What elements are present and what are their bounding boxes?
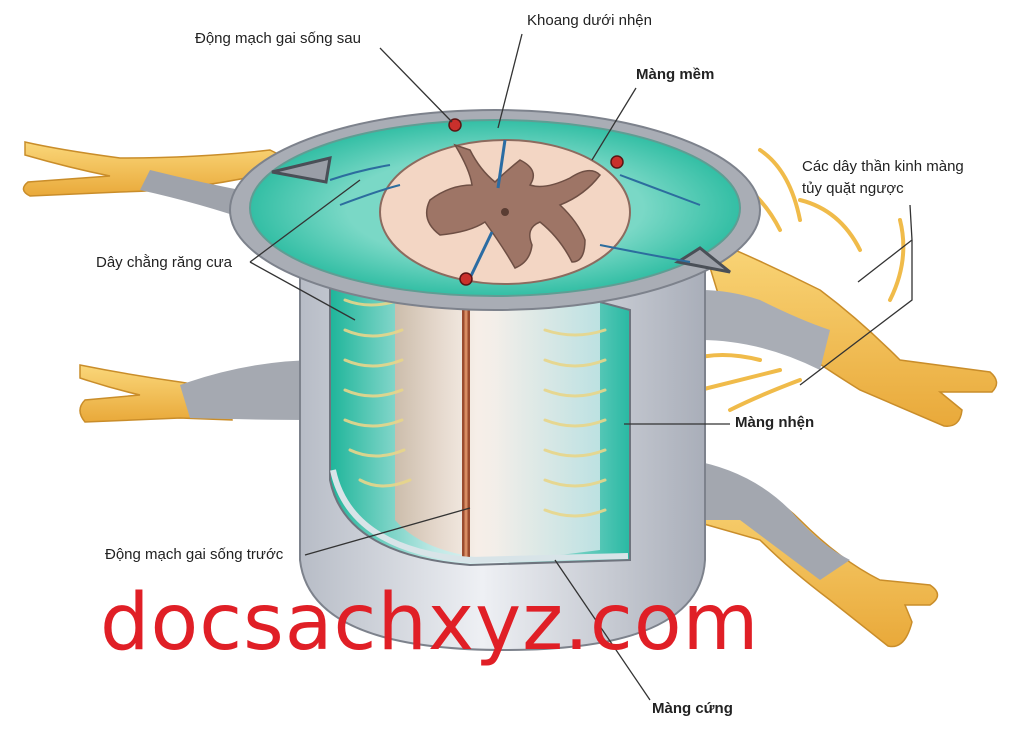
anterior-spinal-artery-dot xyxy=(459,272,473,286)
upper-right-nerve-root xyxy=(698,233,998,427)
label-subarachnoid-space: Khoang dưới nhện xyxy=(527,12,652,29)
label-pia-mater: Màng mềm xyxy=(636,66,715,83)
label-posterior-spinal-artery: Động mạch gai sống sau xyxy=(195,30,361,47)
leader-lines xyxy=(249,33,913,701)
label-dura-mater: Màng cứng xyxy=(652,700,733,717)
upper-left-nerve-root xyxy=(22,141,303,197)
label-denticulate-ligament: Dây chằng răng cưa xyxy=(96,254,232,271)
dura-mater-cylinder xyxy=(299,199,706,652)
watermark: docsachxyz.com xyxy=(100,578,760,668)
label-recurrent-meningeal-nerves-line2: tủy quặt ngược xyxy=(802,180,904,197)
label-recurrent-meningeal-nerves-line1: Các dây thần kinh màng xyxy=(802,158,964,175)
label-arachnoid-mater: Màng nhện xyxy=(735,414,815,431)
cross-section-top xyxy=(229,109,761,311)
label-anterior-spinal-artery: Động mạch gai sống trước xyxy=(105,546,284,563)
denticulate-ligament-right xyxy=(674,246,731,274)
gray-matter xyxy=(425,143,601,269)
denticulate-ligament-left xyxy=(271,156,332,184)
